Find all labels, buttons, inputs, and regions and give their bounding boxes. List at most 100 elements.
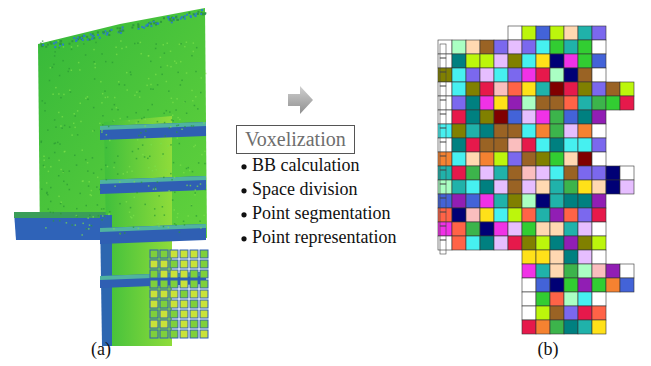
point [55, 126, 57, 128]
voxel-wire [440, 156, 446, 170]
point [82, 181, 84, 183]
point [76, 215, 78, 217]
point [161, 74, 163, 76]
point [74, 155, 76, 157]
point [170, 126, 172, 128]
point [118, 31, 120, 33]
point [170, 173, 172, 175]
point [121, 48, 123, 50]
point [153, 20, 155, 22]
point [202, 13, 204, 15]
voxel [522, 138, 536, 152]
point [73, 123, 75, 125]
point [76, 39, 78, 41]
point [150, 25, 152, 27]
point [103, 208, 105, 210]
point-cell [150, 300, 158, 308]
voxel [522, 208, 536, 222]
voxel [578, 250, 592, 264]
point-cell [150, 250, 158, 258]
voxel [550, 138, 564, 152]
stiffener [100, 176, 206, 194]
voxel-grid [438, 26, 634, 334]
point [69, 89, 71, 91]
voxel [522, 124, 536, 138]
point [195, 189, 197, 191]
voxel [452, 180, 466, 194]
point [85, 205, 87, 207]
voxel [536, 236, 550, 250]
point [184, 46, 186, 48]
voxel-wire [440, 226, 446, 240]
point [117, 27, 119, 29]
voxel [466, 82, 480, 96]
voxel [564, 68, 578, 82]
point [107, 96, 109, 98]
point [78, 62, 80, 64]
point [172, 102, 174, 104]
point [118, 81, 120, 83]
point [50, 43, 52, 45]
point [160, 143, 162, 145]
voxel [620, 278, 634, 292]
point [71, 49, 73, 51]
point [108, 214, 110, 216]
point [171, 98, 173, 100]
point [148, 78, 150, 80]
voxel [508, 166, 522, 180]
point [193, 125, 195, 127]
voxel [452, 194, 466, 208]
point [139, 96, 141, 98]
point [162, 206, 164, 208]
point [69, 189, 71, 191]
voxel [578, 26, 592, 40]
point [181, 16, 183, 18]
point [92, 35, 94, 37]
voxel-wire [440, 58, 446, 72]
voxel [550, 222, 564, 236]
voxel [536, 194, 550, 208]
point-cell [180, 320, 188, 328]
process-box: Voxelization [236, 125, 355, 154]
point [120, 32, 122, 34]
point [197, 11, 199, 13]
point [93, 37, 95, 39]
point [47, 208, 49, 210]
point-cell [170, 290, 178, 298]
voxel [536, 222, 550, 236]
point [179, 143, 181, 145]
point [137, 139, 139, 141]
point [169, 18, 171, 20]
voxel [494, 194, 508, 208]
voxel [494, 82, 508, 96]
voxel [480, 236, 494, 250]
point [66, 222, 68, 224]
voxel [536, 264, 550, 278]
voxel [578, 236, 592, 250]
voxel [564, 208, 578, 222]
point [54, 55, 56, 57]
point [42, 40, 44, 42]
point [99, 123, 101, 125]
point [49, 42, 51, 44]
point [166, 81, 168, 83]
point [129, 166, 131, 168]
point [138, 28, 140, 30]
voxel [592, 278, 606, 292]
point [60, 125, 62, 127]
stiffener-top [100, 224, 206, 232]
point [151, 104, 153, 106]
voxel [452, 138, 466, 152]
voxel [550, 208, 564, 222]
point [47, 129, 49, 131]
point [85, 98, 87, 100]
point [109, 211, 111, 213]
point [52, 93, 54, 95]
point [102, 124, 104, 126]
point [130, 74, 132, 76]
point [184, 101, 186, 103]
voxel [592, 68, 606, 82]
point [102, 215, 104, 217]
point [123, 173, 125, 175]
bullet [241, 236, 246, 241]
